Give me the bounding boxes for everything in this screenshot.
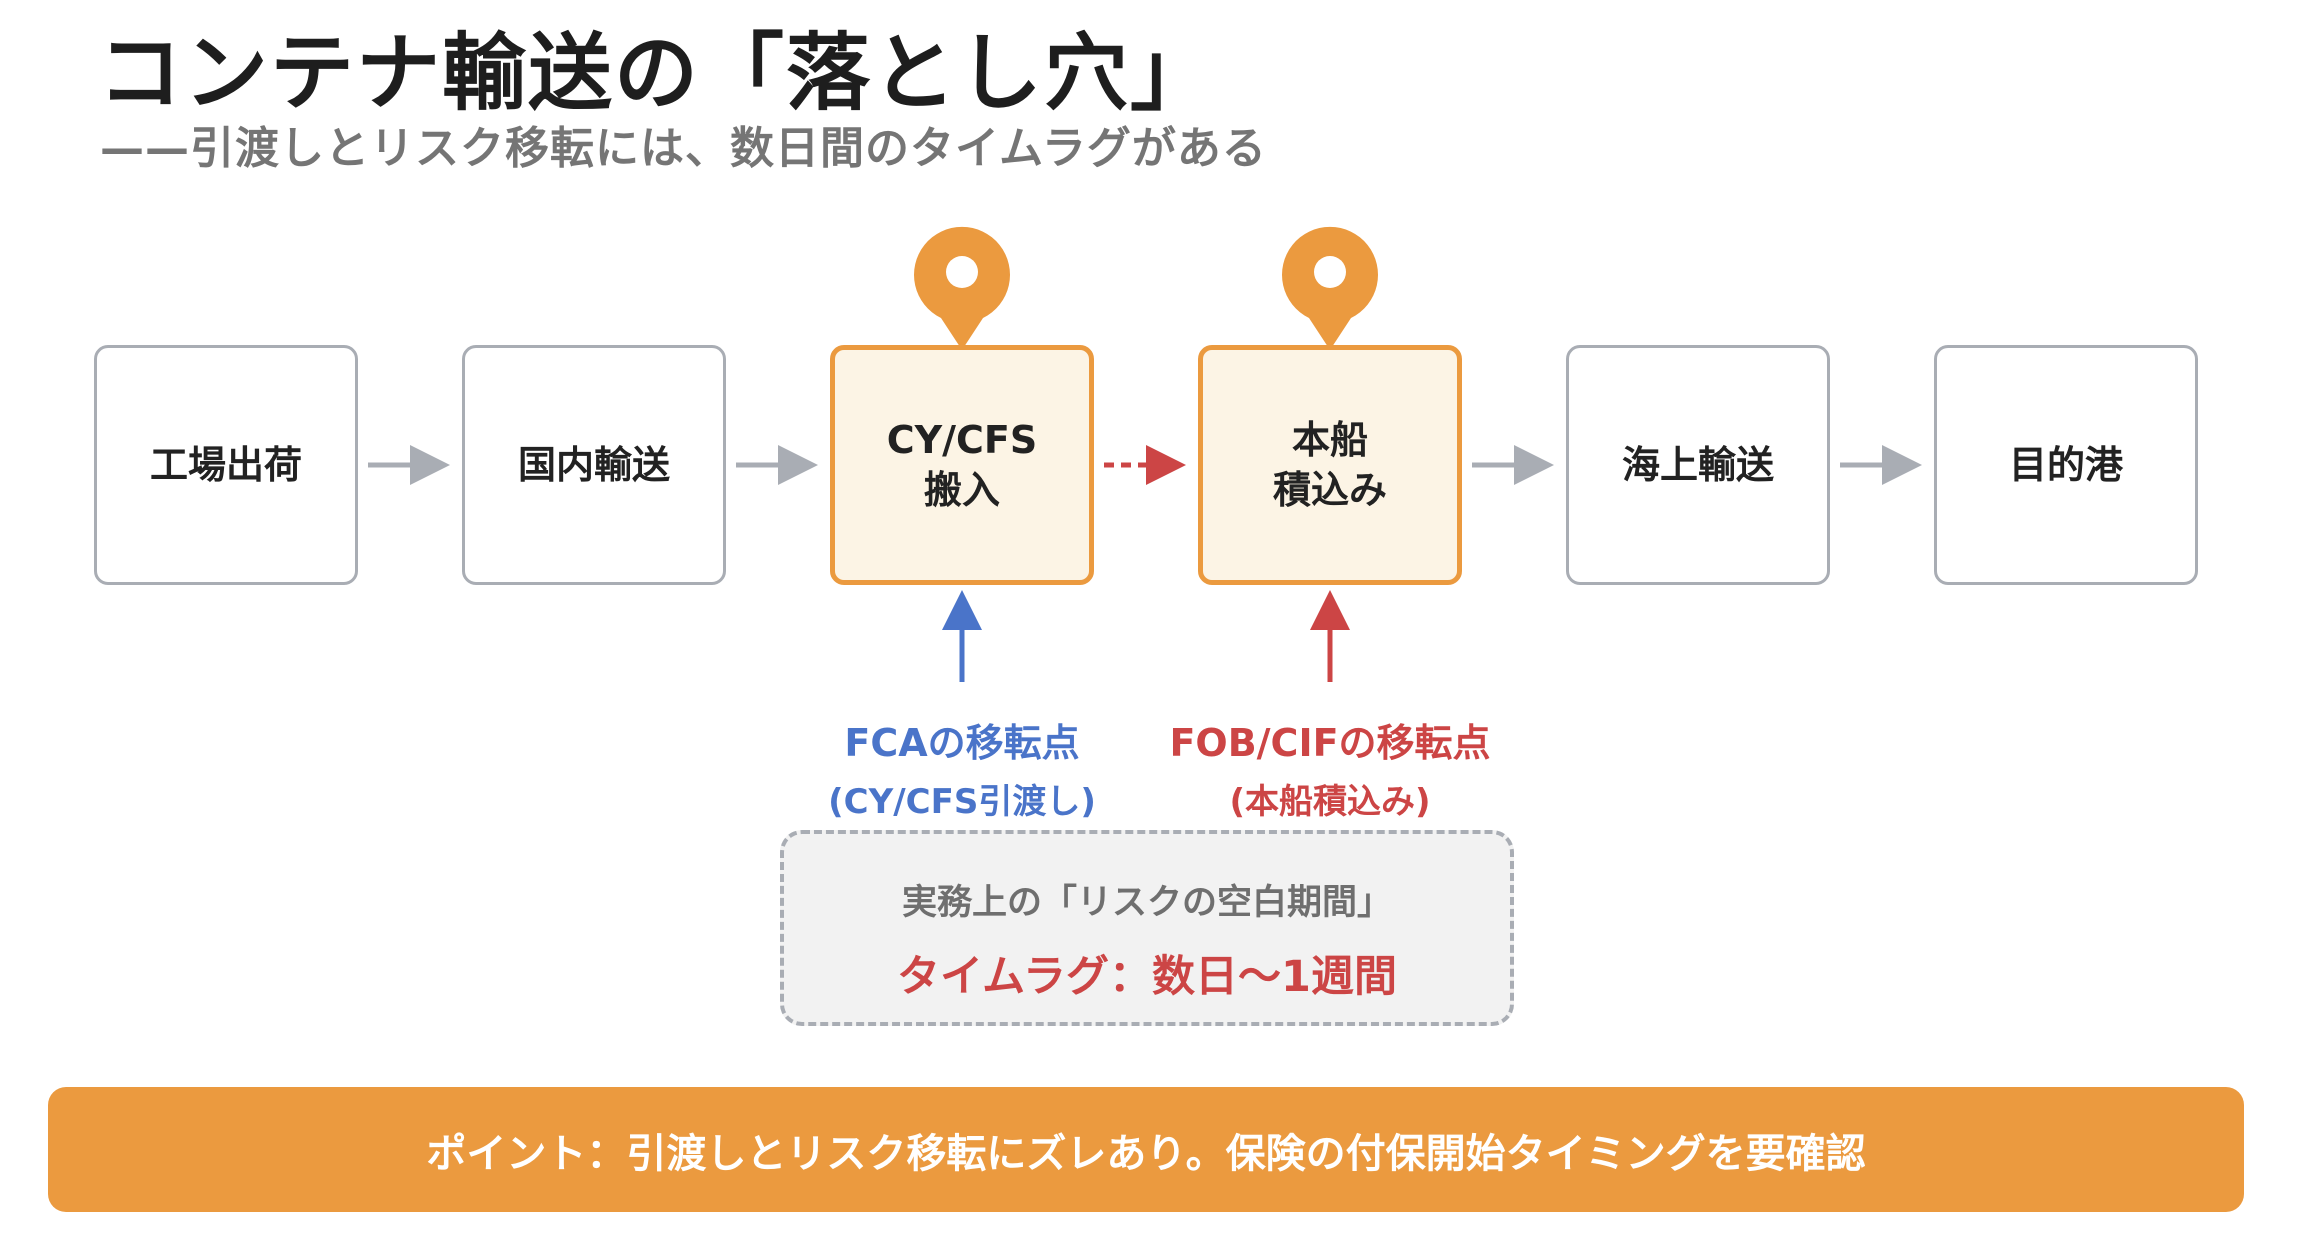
location-pin-icon	[1282, 226, 1378, 350]
fob-cif-transfer-sublabel: (本船積込み)	[1229, 782, 1431, 822]
fob-cif-transfer-label: FOB/CIFの移転点	[1169, 721, 1491, 765]
fca-transfer-label: FCAの移転点	[844, 721, 1080, 765]
risk-gap-box: 実務上の「リスクの空白期間」 タイムラグ：数日〜1週間	[780, 830, 1514, 1026]
time-lag-value: タイムラグ：数日〜1週間	[897, 952, 1397, 1002]
fca-transfer-sublabel: (CY/CFS引渡し)	[828, 782, 1096, 822]
stage-cy-cfs-delivery: CY/CFS 搬入	[830, 345, 1094, 585]
stage-destination-port: 目的港	[1934, 345, 2198, 585]
stage-factory-shipment: 工場出荷	[94, 345, 358, 585]
stage-ocean-transport: 海上輸送	[1566, 345, 1830, 585]
stage-domestic-transport: 国内輸送	[462, 345, 726, 585]
location-pin-icon	[914, 226, 1011, 350]
key-point-banner: ポイント：引渡しとリスク移転にズレあり。保険の付保開始タイミングを要確認	[48, 1087, 2244, 1212]
stage-onboard-loading: 本船 積込み	[1198, 345, 1462, 585]
page-title: コンテナ輸送の「落とし穴」	[98, 24, 1217, 122]
page-subtitle: ——引渡しとリスク移転には、数日間のタイムラグがある	[100, 123, 1267, 174]
risk-gap-title: 実務上の「リスクの空白期間」	[901, 883, 1392, 923]
